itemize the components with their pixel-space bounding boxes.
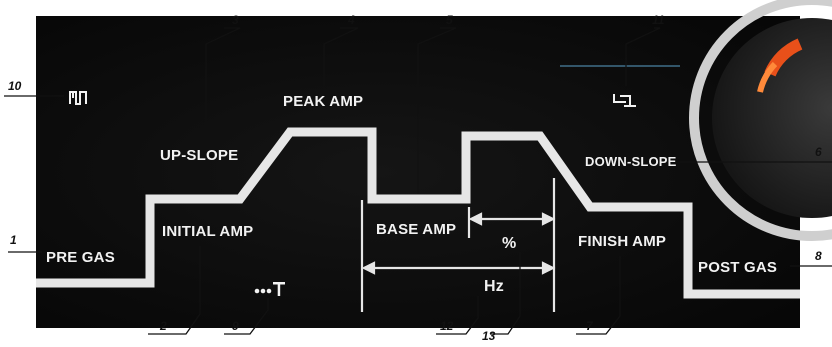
callout-7: 7 — [586, 319, 594, 333]
weld-cycle-trace — [36, 127, 800, 299]
callout-leaders — [4, 27, 832, 335]
down-slope-label: DOWN-SLOPE — [585, 154, 677, 169]
callout-6: 6 — [815, 145, 822, 159]
control-knob[interactable] — [689, 0, 832, 241]
callout-2: 2 — [159, 319, 167, 333]
post-gas-label: POST GAS — [698, 259, 777, 276]
initial-amp-label: INITIAL AMP — [162, 223, 253, 240]
percent-arrow — [468, 212, 556, 226]
pre-gas-label: PRE GAS — [46, 249, 115, 266]
callout-3: 3 — [232, 13, 239, 27]
pulse-waveform-icon — [69, 91, 87, 105]
finish-amp-label: FINISH AMP — [578, 233, 666, 250]
callout-11: 11 — [652, 13, 665, 27]
callout-5: 5 — [446, 13, 453, 27]
callout-1: 1 — [10, 233, 17, 247]
callout-4: 4 — [347, 13, 355, 27]
spot-timer-icon — [254, 282, 285, 296]
base-amp-label: BASE AMP — [376, 221, 456, 238]
hz-arrow — [361, 261, 556, 275]
callout-10: 10 — [8, 79, 22, 93]
up-slope-label: UP-SLOPE — [160, 147, 238, 164]
callout-13: 13 — [482, 329, 496, 343]
callout-8: 8 — [815, 249, 822, 263]
callout-9: 9 — [232, 319, 239, 333]
percent-label: % — [502, 235, 516, 252]
trigger-mode-icon — [613, 94, 636, 107]
peak-amp-label: PEAK AMP — [283, 93, 363, 110]
hz-label: Hz — [484, 278, 504, 295]
callout-12: 12 — [440, 319, 454, 333]
